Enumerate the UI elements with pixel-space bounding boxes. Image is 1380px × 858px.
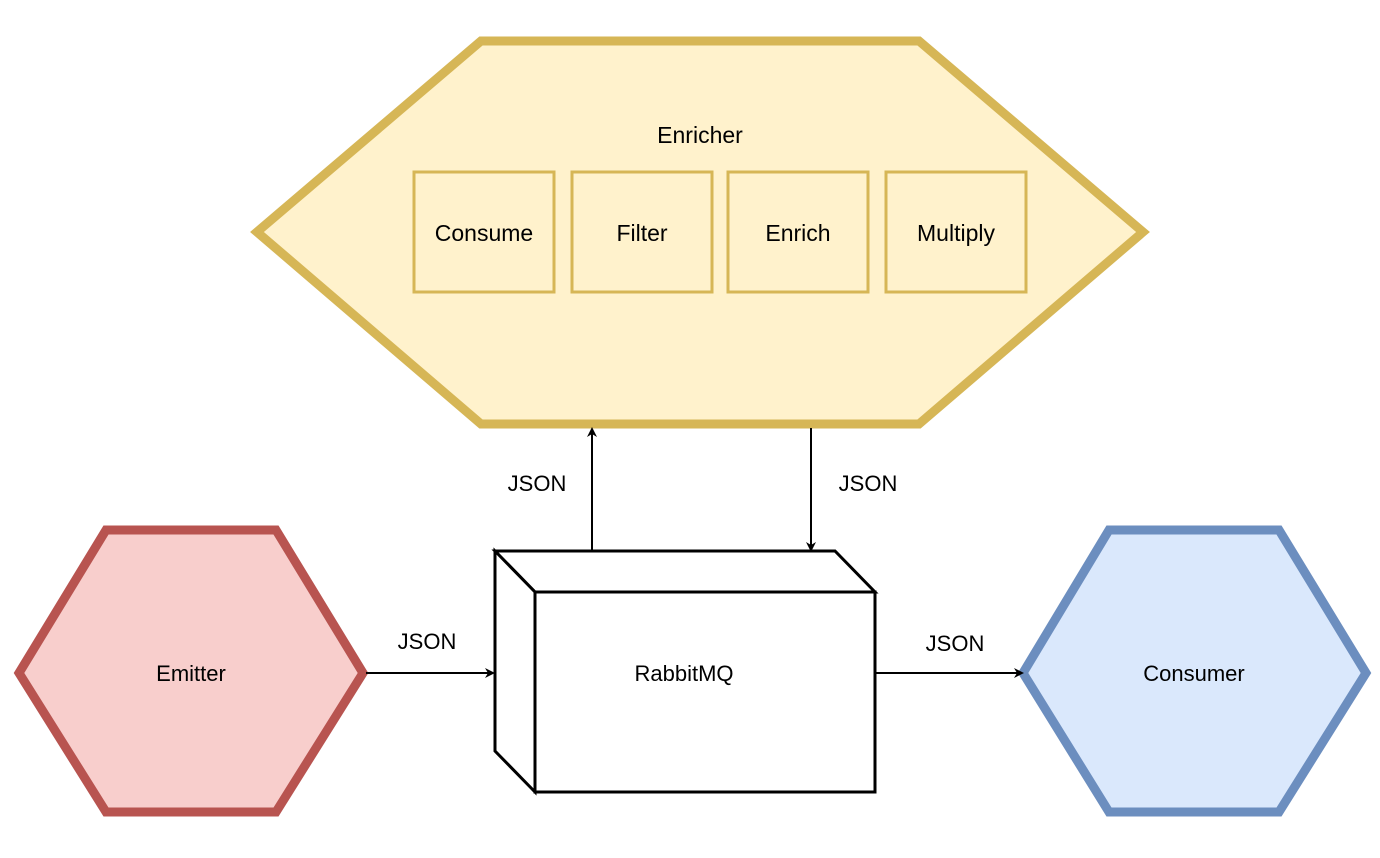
enricher-title: Enricher [657,122,743,148]
consumer-label: Consumer [1143,661,1244,686]
step-label-enrich: Enrich [765,220,830,246]
rabbitmq-box-front [533,590,877,794]
step-box-enrich [726,170,870,294]
rabbitmq-label: RabbitMQ [634,661,733,686]
rabbitmq-box-top [491,549,879,594]
step-label-multiply: Multiply [917,220,995,246]
step-box-multiply [884,170,1028,294]
step-label-filter: Filter [616,220,667,246]
emitter-hexagon [13,525,369,817]
edge-label-emitter-to-queue: JSON [398,629,457,654]
rabbitmq-box-side [493,547,537,796]
step-box-filter [570,170,714,294]
step-label-consume: Consume [435,220,533,246]
edge-label-enricher-to-queue: JSON [839,471,898,496]
edge-label-queue-to-consumer: JSON [926,631,985,656]
step-box-consume [412,170,556,294]
enricher-steps: Consume Filter Enrich Multiply [412,170,1028,294]
emitter-label: Emitter [156,661,226,686]
rabbitmq-box: RabbitMQ [491,547,879,796]
edge-label-queue-to-enricher: JSON [508,471,567,496]
